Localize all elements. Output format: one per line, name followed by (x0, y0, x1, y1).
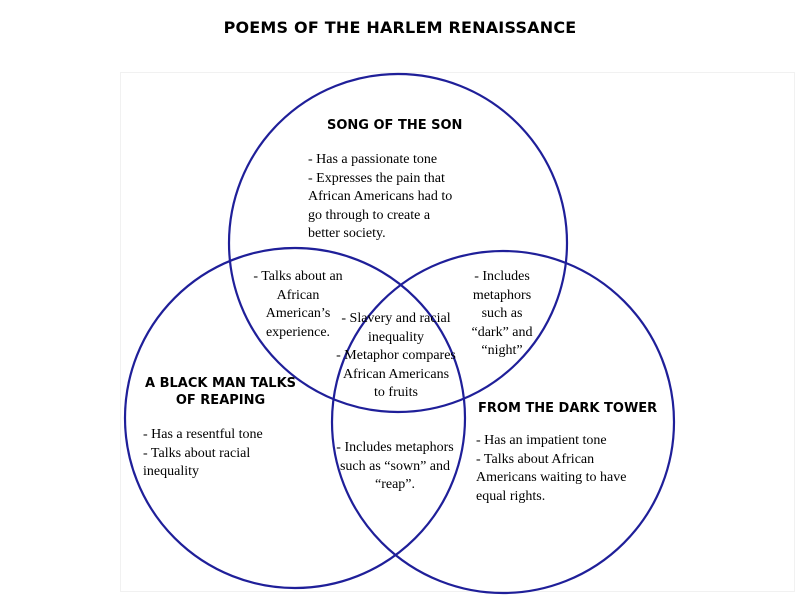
notes-from-the-dark-tower: - Has an impatient tone - Talks about Af… (476, 432, 626, 506)
note-line: African Americans had to (308, 189, 453, 204)
note-line: - Talks about African (476, 451, 595, 467)
note-line: experience. (265, 324, 331, 340)
note-line: better society. (308, 226, 386, 241)
note-line: Americans waiting to have (476, 470, 627, 485)
note-line: - Metaphor compares (336, 348, 456, 363)
note-line: African (276, 287, 320, 303)
note-line: “night” (481, 343, 523, 358)
label-a-black-man-talks-of-reaping: A BLACK MAN TALKS OF REAPING (145, 375, 296, 409)
note-line: “reap”. (374, 477, 416, 492)
circle-from-the-dark-tower (330, 249, 676, 595)
note-line: inequality (143, 464, 199, 479)
notes-a-black-man-talks-of-reaping: - Has a resentful tone - Talks about rac… (143, 426, 263, 482)
note-line: - Has a passionate tone (308, 152, 438, 167)
label-line: A BLACK MAN TALKS (145, 376, 297, 391)
note-line: inequality (368, 329, 424, 345)
note-line: to fruits (374, 385, 418, 400)
notes-song-of-the-son: - Has a passionate tone - Expresses the … (308, 151, 452, 244)
label-song-of-the-son: SONG OF THE SON (327, 117, 462, 134)
note-line: - Expresses the pain that (308, 170, 445, 186)
note-line: equal rights. (476, 488, 546, 504)
diagram-panel (120, 72, 795, 592)
label-line: FROM THE DARK TOWER (478, 401, 658, 416)
label-from-the-dark-tower: FROM THE DARK TOWER (478, 400, 657, 417)
note-line: - Talks about racial (143, 445, 251, 461)
page-title: POEMS OF THE HARLEM RENAISSANCE (223, 18, 577, 37)
note-line: American’s (265, 306, 331, 321)
overlap-song-reaping: - Talks about an African American’s expe… (236, 268, 360, 342)
overlap-all-three: - Slavery and racial inequality - Metaph… (322, 310, 470, 403)
note-line: - Talks about an (253, 269, 343, 284)
circle-a-black-man-talks-of-reaping (123, 246, 467, 590)
circle-song-of-the-son (227, 72, 569, 414)
note-line: - Has a resentful tone (143, 427, 263, 442)
note-line: such as “sown” and (339, 458, 451, 474)
note-line: - Has an impatient tone (476, 433, 607, 448)
label-line: OF REAPING (175, 393, 266, 408)
note-line: such as (481, 306, 523, 321)
label-line: SONG OF THE SON (327, 118, 463, 133)
note-line: go through to create a (308, 207, 431, 223)
overlap-reaping-tower: - Includes metaphors such as “sown” and … (318, 439, 472, 495)
note-line: - Slavery and racial (341, 311, 451, 326)
note-line: - Includes metaphors (336, 440, 454, 455)
note-line: “dark” and (471, 324, 533, 340)
note-line: African Americans (342, 366, 450, 382)
note-line: - Includes (474, 269, 530, 284)
overlap-song-tower: - Includes metaphors such as “dark” and … (456, 268, 548, 361)
note-line: metaphors (472, 287, 532, 303)
